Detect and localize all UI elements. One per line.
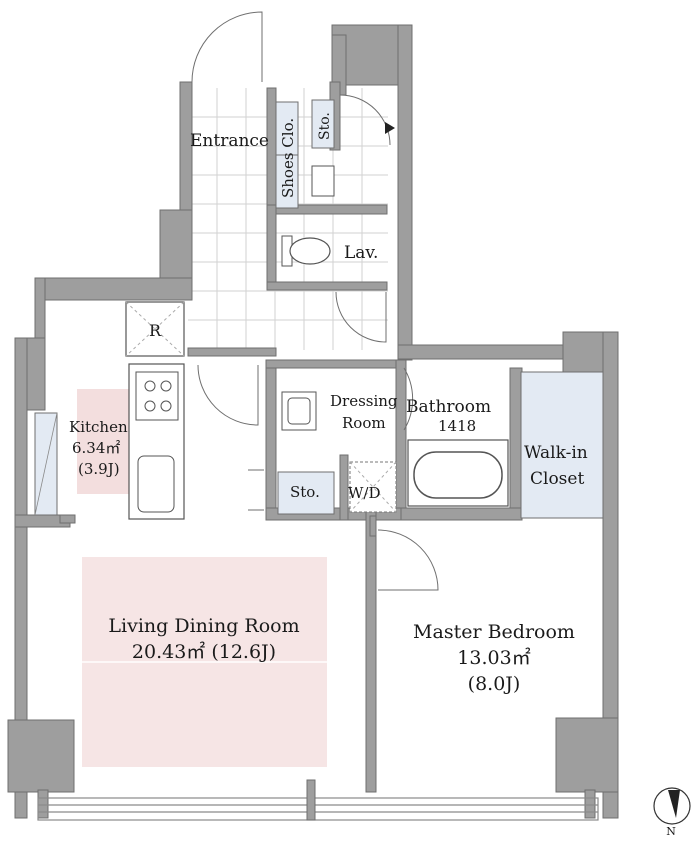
- exterior-walls: [7, 24, 619, 821]
- bathroom-name: Bathroom: [406, 397, 491, 417]
- bathroom-size: 1418: [438, 417, 476, 435]
- dressing-room-label-2: Room: [342, 414, 386, 432]
- north-compass: N: [653, 787, 691, 838]
- master-bedroom-area: 13.03㎡: [457, 646, 530, 669]
- refrigerator-label: R: [149, 321, 162, 340]
- shoes-closet-label: Shoes Clo.: [279, 118, 297, 198]
- kitchen-tatami: (3.9J): [78, 460, 120, 478]
- entrance-label: Entrance: [190, 131, 269, 151]
- living-dining-area: 20.43㎡ (12.6J): [132, 640, 276, 663]
- interior-walls: [59, 81, 523, 793]
- storage-entrance-label: Sto.: [317, 112, 333, 140]
- master-bedroom-name: Master Bedroom: [413, 621, 575, 643]
- storage-dressing-label: Sto.: [290, 483, 320, 501]
- door-swings: [191, 11, 439, 591]
- compass-n-label: N: [666, 825, 676, 838]
- master-bedroom-tatami: (8.0J): [468, 673, 521, 695]
- lavatory-label: Lav.: [344, 243, 378, 263]
- fixtures: [125, 122, 509, 520]
- washer-dryer-label: W/D: [348, 484, 381, 502]
- dressing-room-label-1: Dressing: [330, 392, 398, 410]
- kitchen-area: 6.34㎡: [72, 439, 120, 457]
- storage-units: [34, 99, 604, 519]
- walk-in-closet-label-2: Closet: [530, 469, 584, 489]
- living-dining-name: Living Dining Room: [108, 615, 299, 637]
- kitchen-highlight: [77, 389, 129, 494]
- walk-in-closet-label-1: Walk-in: [524, 443, 588, 463]
- kitchen-name: Kitchen: [69, 418, 128, 436]
